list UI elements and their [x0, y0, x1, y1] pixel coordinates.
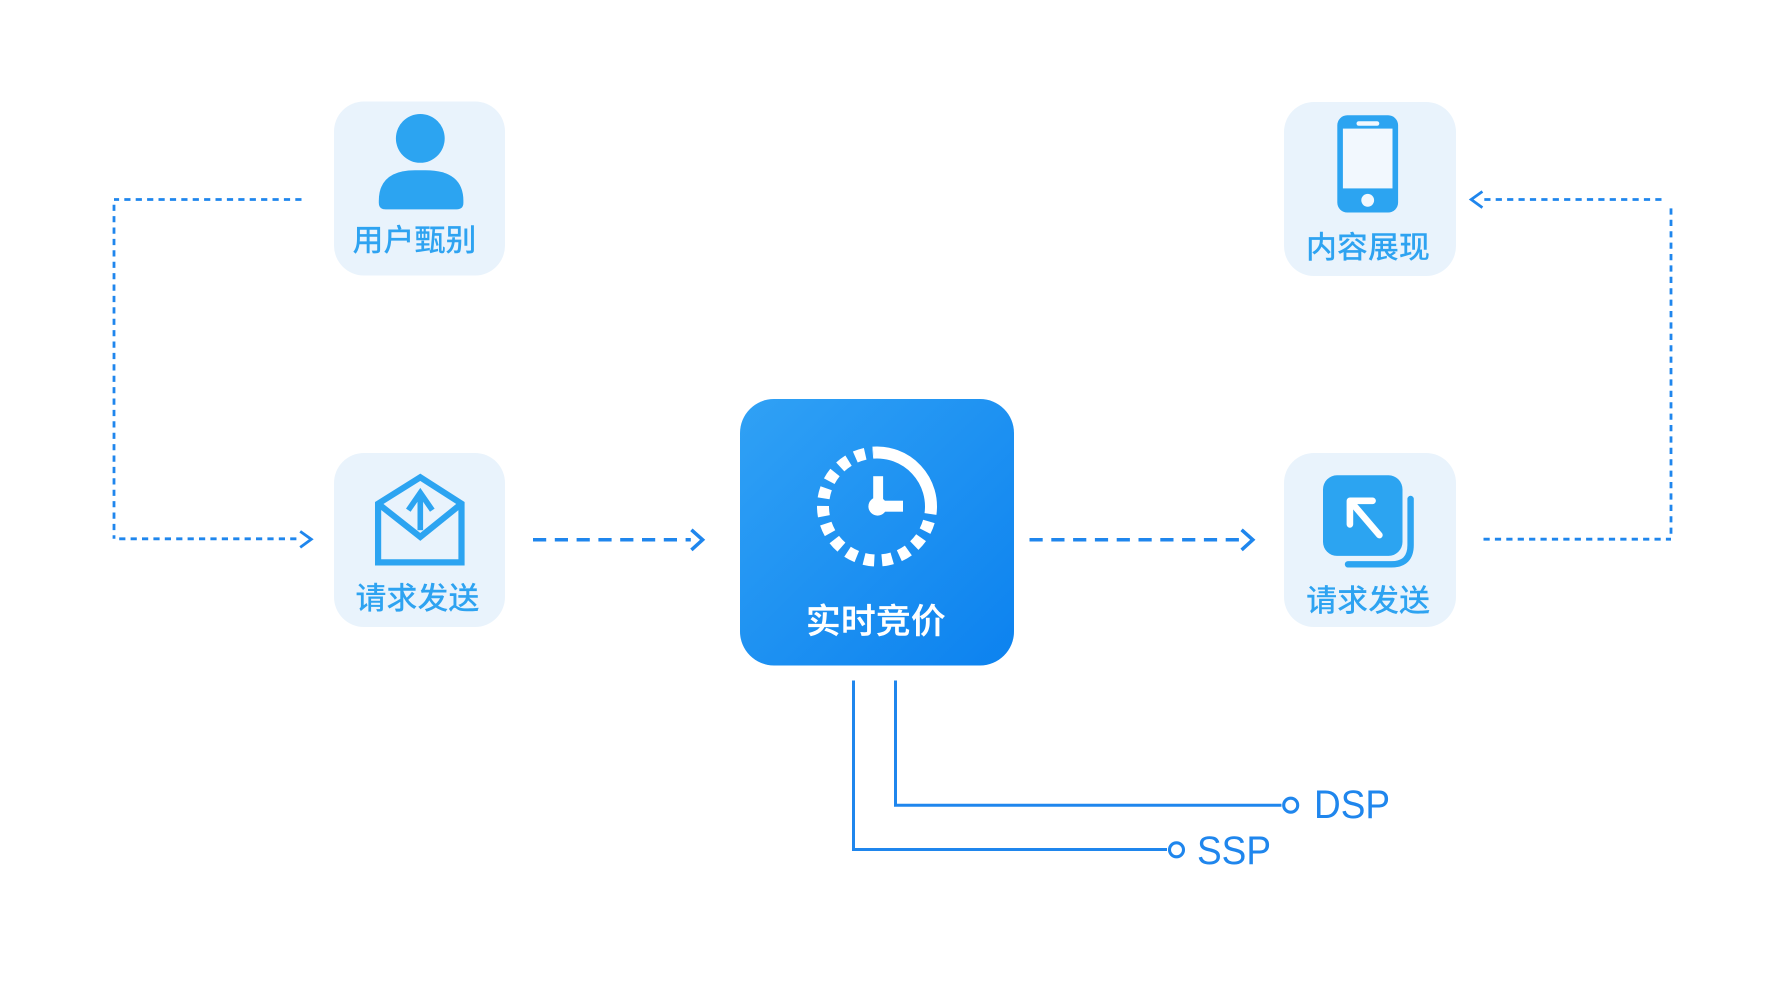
- svg-text:SSP: SSP: [1197, 829, 1271, 873]
- svg-text:DSP: DSP: [1314, 783, 1390, 827]
